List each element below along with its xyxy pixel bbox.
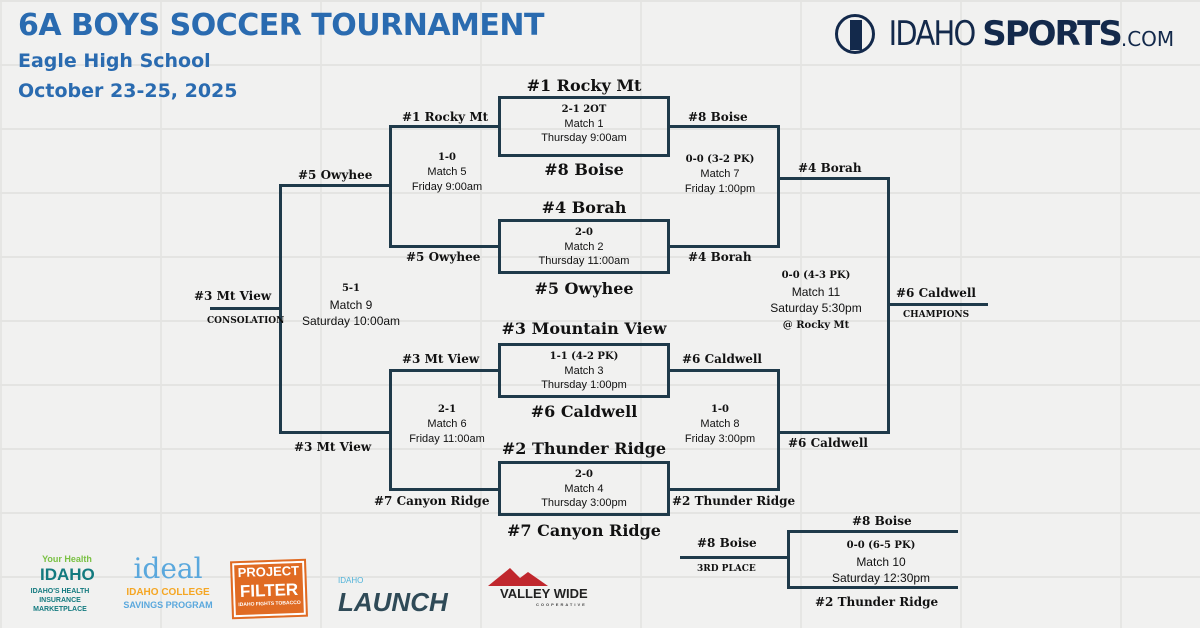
logo-text: VALLEY WIDE [500,586,588,601]
match-name: Match 1 [564,118,604,130]
page-title: 6A BOYS SOCCER TOURNAMENT [18,8,544,43]
team-label: #8 Boise [697,536,757,550]
team-label: #6 Caldwell [530,402,638,421]
team-label: #5 Owyhee [406,250,481,264]
logo-text: IDAHO [338,576,364,585]
team-label: #8 Boise [544,160,624,179]
team-label: #3 Mt View [194,289,272,303]
valley-wide-logo[interactable]: VALLEY WIDE COOPERATIVE [420,566,608,608]
match-score: 1-1 (4-2 PK) [549,351,619,362]
logo-text: FILTER [239,579,299,602]
team-label: #4 Borah [688,250,752,264]
match-name: Match 2 [564,241,604,253]
match-name: Match 3 [564,365,604,377]
match-score: 2-0 [574,469,594,480]
logo-text: LAUNCH [338,587,448,617]
idaho-state-icon [835,14,875,54]
idahosports-logo[interactable]: IDAHO SPORTS .COM [835,14,1174,54]
venue: Eagle High School [18,50,211,72]
match-3-box[interactable]: 1-1 (4-2 PK) Match 3 Thursday 1:00pm [498,343,670,398]
match-time: Thursday 11:00am [538,255,630,267]
logo-text: IDAHO FIGHTS TOBACCO [238,599,301,609]
idaho-launch-logo[interactable]: IDAHO LAUNCH [338,576,448,618]
match-time: Thursday 1:00pm [541,379,627,391]
logo-com: .COM [1120,27,1175,51]
logo-text: ideal [133,552,203,585]
team-label: #6 Caldwell [788,436,868,450]
team-label: #3 Mountain View [501,319,667,338]
dates: October 23-25, 2025 [18,80,238,102]
match-time: Thursday 9:00am [541,132,627,144]
logo-text: IDAHO [40,565,95,584]
team-label: #1 Rocky Mt [402,110,489,124]
champions-tag: CHAMPIONS [903,310,970,320]
team-label: #5 Owyhee [298,168,373,182]
team-label: #2 Thunder Ridge [501,439,667,458]
logo-sports: SPORTS [982,14,1123,54]
team-label: #4 Borah [798,161,862,175]
match-time: Thursday 3:00pm [541,497,627,509]
team-label: #5 Owyhee [534,279,634,298]
mountain-icon [488,568,548,586]
team-label: #3 Mt View [402,352,480,366]
team-label: #6 Caldwell [682,352,762,366]
team-label: #1 Rocky Mt [526,76,642,95]
match-score: 2-1 2OT [561,104,607,115]
logo-text: IDAHO COLLEGE [126,587,210,598]
team-label: #7 Canyon Ridge [507,521,661,540]
your-health-idaho-logo[interactable]: Your Health IDAHO IDAHO'S HEALTH INSURAN… [26,554,95,614]
ideal-logo[interactable]: ideal IDAHO COLLEGE SAVINGS PROGRAM [118,552,218,611]
logo-text: IDAHO'S HEALTH INSURANCE MARKETPLACE [30,588,90,613]
team-label: #4 Borah [541,198,627,217]
project-filter-logo[interactable]: PROJECT FILTER IDAHO FIGHTS TOBACCO [230,558,308,620]
logo-idaho: IDAHO [888,14,977,54]
team-label: #6 Caldwell [896,286,976,300]
team-label: #8 Boise [688,110,748,124]
logo-text: Your Health [42,554,92,564]
consolation-tag: CONSOLATION [207,316,285,326]
team-label: #2 Thunder Ridge [815,595,939,609]
logo-text: COOPERATIVE [536,602,587,607]
team-label: #8 Boise [852,514,912,528]
team-label: #3 Mt View [294,440,372,454]
match-score: 2-0 [574,227,594,238]
match-1-box[interactable]: 2-1 2OT Match 1 Thursday 9:00am [498,96,670,157]
match-name: Match 4 [564,483,604,495]
team-label: #7 Canyon Ridge [374,494,490,508]
third-place-tag: 3RD PLACE [697,564,756,574]
logo-text: SAVINGS PROGRAM [123,600,213,610]
team-label: #2 Thunder Ridge [672,494,796,508]
